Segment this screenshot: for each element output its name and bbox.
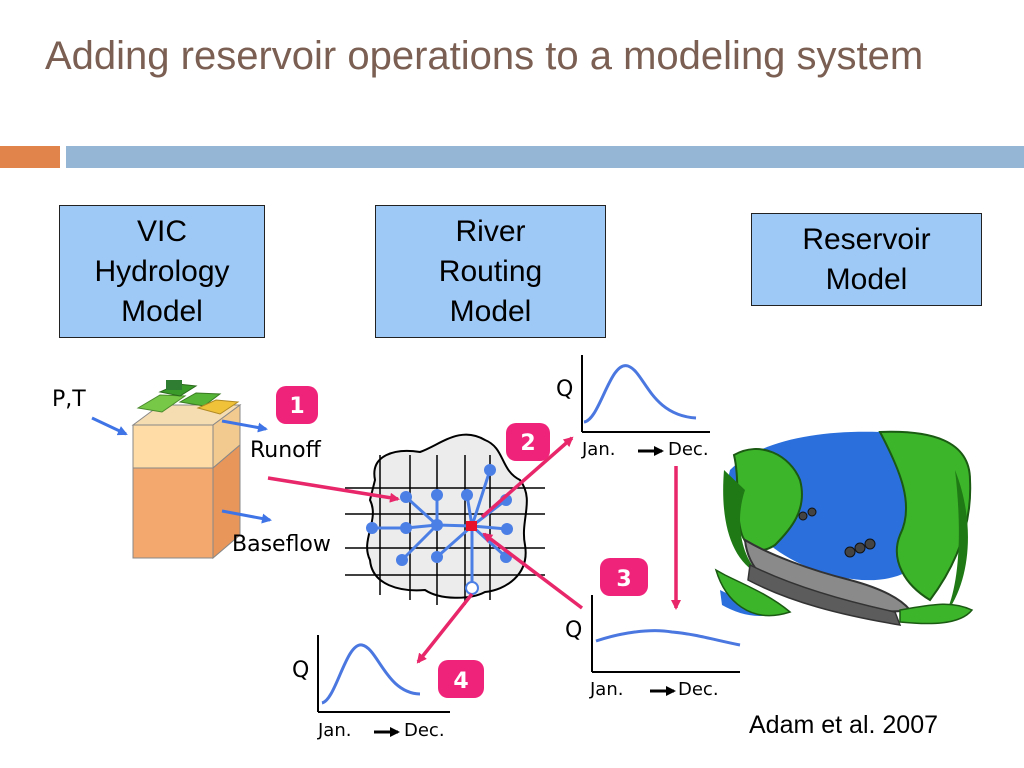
runoff-arrow <box>221 419 268 433</box>
svg-text:4: 4 <box>453 669 468 694</box>
accent-bar-blue <box>66 146 1024 168</box>
svg-text:Q: Q <box>565 618 582 643</box>
hydrograph-regulated: Q Jan. Dec. <box>565 595 741 700</box>
pt-label: P,T <box>52 387 86 412</box>
river-routing-model-box: River Routing Model <box>375 205 606 338</box>
runoff-label: Runoff <box>250 438 322 463</box>
svg-text:1: 1 <box>289 394 304 419</box>
vic-model-label: VIC Hydrology Model <box>94 214 230 328</box>
step-badge-2: 2 <box>506 423 550 461</box>
svg-text:Dec.: Dec. <box>668 439 709 460</box>
accent-bar-orange <box>0 146 60 168</box>
svg-text:3: 3 <box>616 567 631 592</box>
reservoir-model-box: Reservoir Model <box>751 213 982 306</box>
hydrograph-routed: Q Jan. Dec. <box>556 355 710 460</box>
svg-text:2: 2 <box>520 431 535 456</box>
pt-input-arrow <box>91 416 128 436</box>
step-badge-4: 4 <box>438 660 484 698</box>
vic-hydrology-model-box: VIC Hydrology Model <box>59 205 265 338</box>
hydrograph-outlet: Q Jan. Dec. <box>292 635 450 741</box>
baseflow-label: Baseflow <box>232 532 331 557</box>
step-badge-1: 1 <box>276 386 318 424</box>
slide-title: Adding reservoir operations to a modelin… <box>45 34 924 78</box>
svg-text:Q: Q <box>292 658 309 683</box>
svg-text:Jan.: Jan. <box>317 720 351 741</box>
baseflow-arrow <box>221 509 272 524</box>
soil-column-icon <box>131 380 242 560</box>
svg-text:Dec.: Dec. <box>678 679 719 700</box>
svg-text:Q: Q <box>556 377 573 402</box>
svg-text:Jan.: Jan. <box>581 439 615 460</box>
svg-text:Dec.: Dec. <box>404 720 445 741</box>
reservoir-model-label: Reservoir Model <box>802 222 931 296</box>
svg-text:Jan.: Jan. <box>589 679 623 700</box>
reservoir-dam-illustration <box>714 430 974 626</box>
river-network-grid <box>345 433 545 605</box>
citation: Adam et al. 2007 <box>749 711 939 739</box>
river-model-label: River Routing Model <box>438 214 543 328</box>
step-badge-3: 3 <box>600 558 648 596</box>
